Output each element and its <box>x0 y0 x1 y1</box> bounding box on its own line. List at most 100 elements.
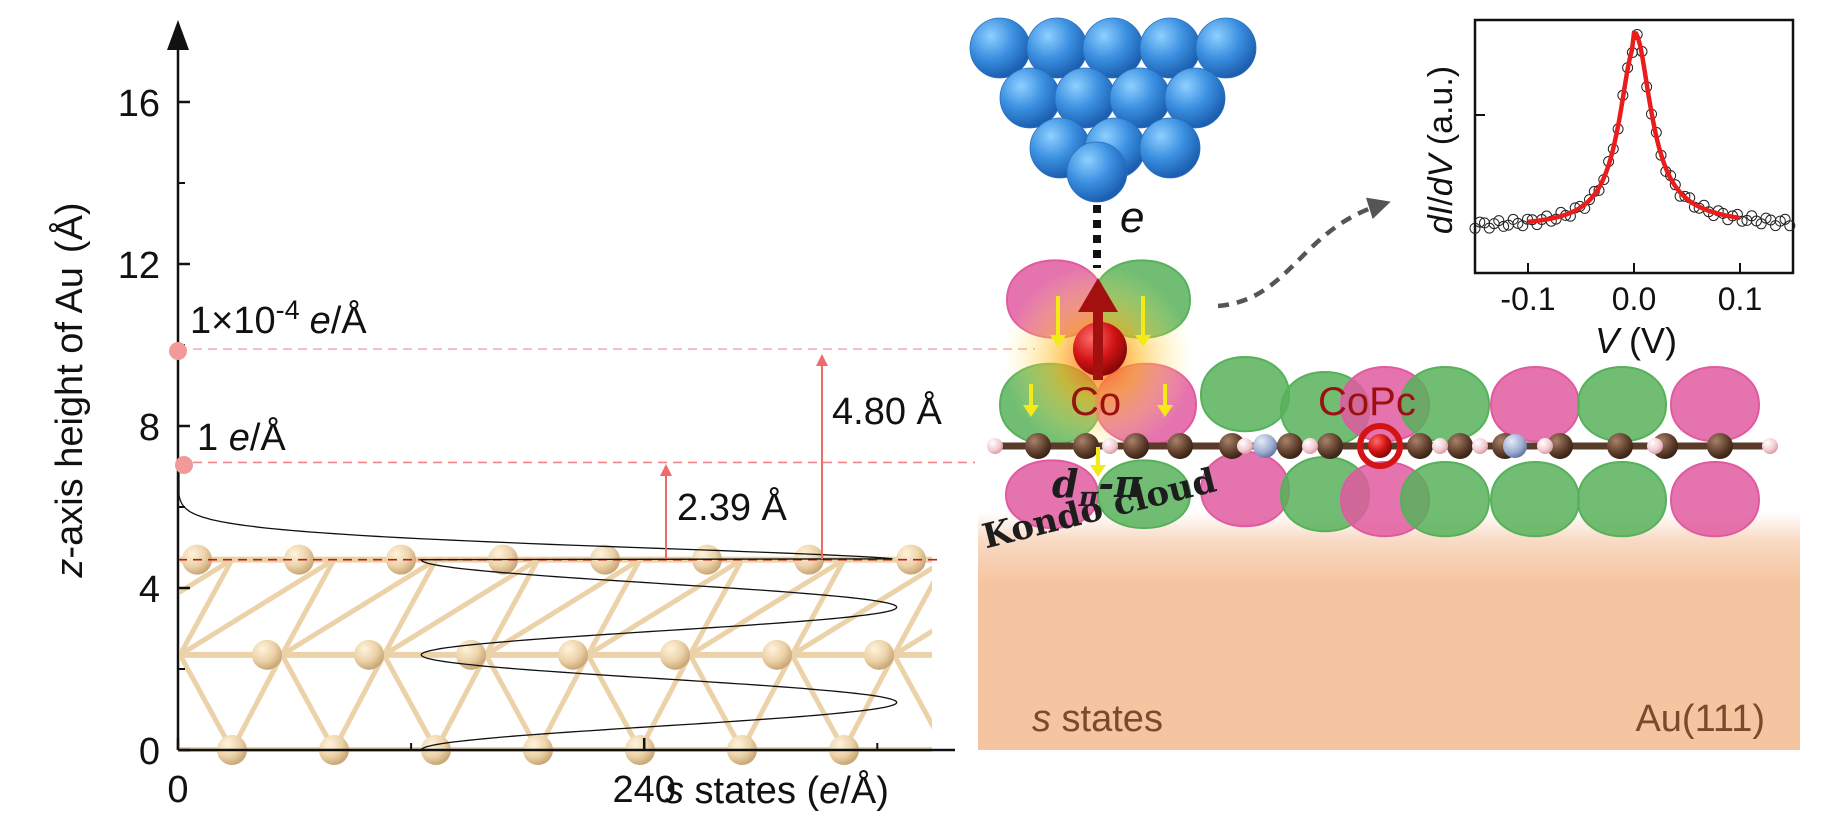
inset-ticks: -0.1 0.0 0.1 <box>1475 114 1762 317</box>
carbon-atom <box>1547 433 1573 459</box>
lattice-bond <box>180 557 336 657</box>
lattice-bond <box>891 580 932 657</box>
au-atom <box>864 639 894 670</box>
lattice-bond <box>789 558 847 657</box>
lattice-bond <box>585 558 643 657</box>
carbon-atom <box>1167 433 1193 459</box>
tip-atom <box>1195 17 1257 79</box>
substrate-label: Au(111) <box>1635 698 1765 740</box>
co-label: Co <box>1070 380 1121 424</box>
orbital-lobe <box>1576 461 1668 538</box>
carbon-atom <box>1317 433 1343 459</box>
inset-data-point <box>1736 215 1748 227</box>
spin-arrow <box>1078 278 1118 380</box>
inset-data-point <box>1760 212 1772 224</box>
lattice-bond <box>331 653 387 752</box>
inset-x-tick-label: -0.1 <box>1500 281 1555 317</box>
tip-atom <box>1164 67 1226 129</box>
hydrogen-atom <box>1302 438 1318 454</box>
y-tick-label: 12 <box>118 245 160 287</box>
inset-data-point <box>1474 216 1486 228</box>
y-tick-label: 16 <box>118 83 160 125</box>
lattice-bond <box>789 653 847 752</box>
au-atom <box>354 639 384 670</box>
carbon-atom <box>1123 433 1149 459</box>
y-tick-label: 0 <box>139 731 160 773</box>
lattice-bond <box>892 628 932 657</box>
lattice-atoms <box>182 544 926 765</box>
kondo-diagram: e Co CoPc dπ-π Kondo cloud s states Au(1… <box>969 17 1800 750</box>
lattice-bond <box>180 557 234 595</box>
lattice-bond <box>381 558 439 657</box>
lattice-bond <box>280 557 438 657</box>
lattice-bond <box>483 558 541 657</box>
carbon-atom <box>1219 433 1245 459</box>
lattice-bond <box>841 653 897 752</box>
au-atom <box>558 639 588 670</box>
lattice-bond <box>739 653 795 752</box>
y-tick-label: 8 <box>139 407 160 449</box>
hydrogen-atom <box>1647 438 1663 454</box>
inset-fit-curve <box>1527 30 1741 225</box>
y-tick-label: 4 <box>139 569 160 611</box>
lattice-bond <box>535 653 591 752</box>
lattice-bond <box>381 653 439 752</box>
hydrogen-atom <box>1472 438 1488 454</box>
orbital-lobe <box>1669 461 1761 538</box>
yellow-arrow-head <box>1050 335 1066 347</box>
au-atom <box>252 639 282 670</box>
hydrogen-atom <box>987 438 1003 454</box>
carbon-atom <box>1407 433 1433 459</box>
lattice-bond <box>585 653 643 752</box>
lattice-bond <box>279 558 337 657</box>
lattice-bond <box>433 653 489 752</box>
hydrogen-atom <box>1432 438 1448 454</box>
high-density-marker <box>169 342 187 360</box>
au-atom <box>386 544 416 575</box>
lattice-bond <box>637 653 693 752</box>
lattice-bond <box>382 557 540 657</box>
lattice-bond <box>484 557 642 657</box>
inset-x-label: V (V) <box>1595 320 1677 361</box>
tip-atom <box>1066 141 1128 203</box>
hydrogen-atom <box>1537 438 1553 454</box>
inset-x-tick-label: 0.0 <box>1612 281 1656 317</box>
one-density-marker <box>175 456 193 474</box>
inset-data-point <box>1679 190 1691 202</box>
s-states-label: s states <box>1032 698 1163 740</box>
inset-data-point <box>1584 194 1595 206</box>
inset-x-tick-label: 0.1 <box>1718 281 1762 317</box>
yellow-arrow-head <box>1090 465 1106 477</box>
orbital-lobe <box>1669 366 1761 443</box>
au-atom <box>660 639 690 670</box>
au-atom <box>762 639 792 670</box>
copc-cobalt-atom <box>1368 434 1392 458</box>
lattice-bond <box>891 653 932 730</box>
x-tick-label: 0 <box>167 769 188 811</box>
s-states-density-curve <box>178 458 898 751</box>
hydrogen-atom <box>1762 438 1778 454</box>
carbon-atom <box>1447 433 1473 459</box>
carbon-atom <box>1025 433 1051 459</box>
orbital-lobe <box>1576 366 1668 443</box>
yellow-arrow-head <box>1157 405 1173 417</box>
x-axis-label: s states (e/Å) <box>665 768 889 812</box>
d-pi-label: dπ-π <box>1052 461 1143 513</box>
y-axis-arrowhead <box>167 20 189 50</box>
carbon-atom <box>1073 433 1099 459</box>
inset-data-point <box>1784 220 1796 232</box>
nitrogen-atom <box>1253 434 1277 458</box>
inset-frame <box>1473 18 1795 275</box>
gap-large-label: 4.80 Å <box>832 389 943 433</box>
orbital-lobe <box>1399 461 1491 538</box>
inset-y-label: dI/dV (a.u.) <box>1422 66 1460 234</box>
au-substrate <box>978 512 1800 750</box>
lattice-bond <box>586 557 744 657</box>
inset-data-point <box>1498 220 1510 232</box>
au-atom <box>896 544 926 575</box>
yellow-arrow-head <box>1023 405 1039 417</box>
orbital-lobe <box>1199 356 1291 433</box>
